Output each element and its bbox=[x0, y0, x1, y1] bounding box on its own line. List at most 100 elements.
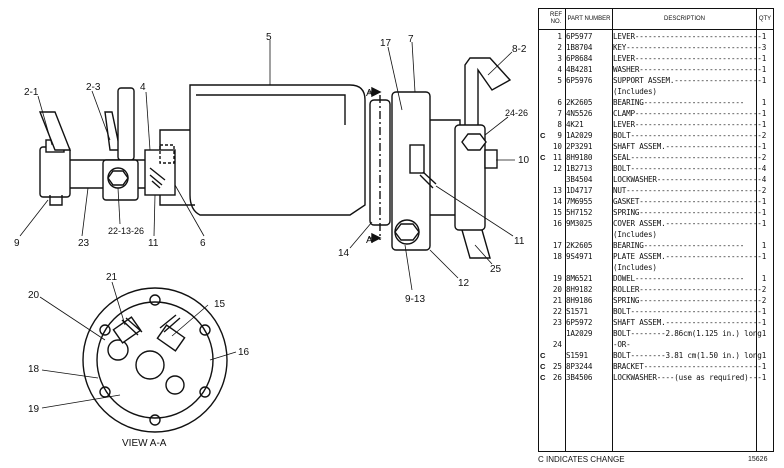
change-flag: C bbox=[540, 131, 546, 140]
quantity: 1 bbox=[761, 307, 767, 316]
quantity: 1 bbox=[761, 241, 767, 250]
callout-21: 21 bbox=[106, 272, 118, 283]
ref-number: 13 bbox=[552, 186, 562, 195]
description: (Includes) bbox=[613, 263, 657, 272]
quantity: 1 bbox=[761, 98, 767, 107]
part-number: 1B2713 bbox=[566, 164, 593, 173]
column-divider bbox=[756, 9, 757, 451]
callout-15: 15 bbox=[214, 299, 226, 310]
description: PLATE ASSEM.---------------------- bbox=[613, 252, 762, 261]
callout-23: 23 bbox=[78, 238, 90, 249]
ref-number: 19 bbox=[552, 274, 562, 283]
quantity: 1 bbox=[761, 197, 767, 206]
callout-11-left: 11 bbox=[148, 238, 159, 249]
callout-9: 9 bbox=[14, 238, 20, 249]
description: LEVER----------------------------- bbox=[613, 32, 762, 41]
description: BOLT------------------------------ bbox=[613, 164, 762, 173]
quantity: 1 bbox=[761, 252, 767, 261]
description: LOCKWASHER----(use as required)--- bbox=[613, 373, 762, 382]
quantity: 2 bbox=[761, 296, 767, 305]
quantity: 1 bbox=[761, 219, 767, 228]
ref-number: 6 bbox=[557, 98, 562, 107]
quantity: 1 bbox=[761, 329, 767, 338]
quantity: 1 bbox=[761, 208, 767, 217]
description: -OR- bbox=[613, 340, 631, 349]
drawing-callouts: 2-1 2-3 4 5 17 7 8-2 24-26 10 9 23 22-13… bbox=[14, 32, 530, 449]
description: SHAFT ASSEM.---------------------- bbox=[613, 142, 762, 151]
description: COVER ASSEM.---------------------- bbox=[613, 219, 762, 228]
quantity: 2 bbox=[761, 131, 767, 140]
quantity: 1 bbox=[761, 318, 767, 327]
part-number: 4B4281 bbox=[566, 65, 593, 74]
part-number: 4N5526 bbox=[566, 109, 593, 118]
part-number: S1571 bbox=[566, 307, 588, 316]
callout-25: 25 bbox=[490, 264, 502, 275]
quantity: 4 bbox=[761, 164, 767, 173]
exploded-parts-drawing: 2-1 2-3 4 5 17 7 8-2 24-26 10 9 23 22-13… bbox=[14, 32, 530, 449]
change-flag: C bbox=[540, 373, 546, 382]
part-number: 4K21 bbox=[566, 120, 584, 129]
part-number: 9S4971 bbox=[566, 252, 593, 261]
description: CLAMP----------------------------- bbox=[613, 109, 762, 118]
description: BRACKET--------------------------- bbox=[613, 362, 762, 371]
change-legend: C INDICATES CHANGE bbox=[538, 455, 625, 464]
description: DOWEL------------------------- bbox=[613, 274, 745, 283]
callout-14: 14 bbox=[338, 248, 350, 259]
ref-number: 23 bbox=[552, 318, 562, 327]
ref-number: 7 bbox=[557, 109, 562, 118]
description: (Includes) bbox=[613, 230, 657, 239]
ref-number: 17 bbox=[552, 241, 562, 250]
callout-19: 19 bbox=[28, 404, 40, 415]
callout-11-right: 11 bbox=[514, 236, 525, 247]
header-description: DESCRIPTION bbox=[663, 15, 705, 22]
quantity: 1 bbox=[761, 65, 767, 74]
callout-10: 10 bbox=[518, 155, 530, 166]
callout-2-3: 2-3 bbox=[86, 82, 101, 93]
description: SEAL------------------------------ bbox=[613, 153, 762, 162]
column-divider bbox=[612, 9, 613, 451]
ref-number: 18 bbox=[552, 252, 562, 261]
part-number: 8H9180 bbox=[566, 153, 593, 162]
description: WASHER---------------------------- bbox=[613, 65, 762, 74]
part-number: 5H7152 bbox=[566, 208, 593, 217]
ref-number: 9 bbox=[557, 131, 562, 140]
callout-8-2: 8-2 bbox=[512, 44, 527, 55]
part-number: 1B8704 bbox=[566, 43, 593, 52]
part-number: 6P5977 bbox=[566, 32, 593, 41]
callout-6: 6 bbox=[200, 238, 206, 249]
ref-number: 8 bbox=[557, 120, 562, 129]
callout-4: 4 bbox=[140, 82, 146, 93]
quantity: 1 bbox=[761, 109, 767, 118]
description: GASKET---------------------------- bbox=[613, 197, 762, 206]
ref-number: 25 bbox=[552, 362, 562, 371]
quantity: 3 bbox=[761, 43, 767, 52]
description: BOLT------------------------------ bbox=[613, 307, 762, 316]
ref-number: 1 bbox=[557, 32, 562, 41]
callout-22-13-26: 22-13-26 bbox=[108, 226, 144, 236]
description: SPRING---------------------------- bbox=[613, 208, 762, 217]
ref-number: 5 bbox=[557, 76, 562, 85]
quantity: 1 bbox=[761, 142, 767, 151]
callout-17: 17 bbox=[380, 38, 392, 49]
table-row: 24 -OR- bbox=[539, 339, 773, 350]
table-row: 1 6P5977 LEVER----------------------------… bbox=[539, 31, 773, 42]
ref-number: 14 bbox=[552, 197, 562, 206]
quantity: 1 bbox=[761, 120, 767, 129]
part-number: 8H9186 bbox=[566, 296, 593, 305]
part-number: 3B4506 bbox=[566, 373, 593, 382]
quantity: 1 bbox=[761, 76, 767, 85]
quantity: 2 bbox=[761, 285, 767, 294]
quantity: 1 bbox=[761, 32, 767, 41]
